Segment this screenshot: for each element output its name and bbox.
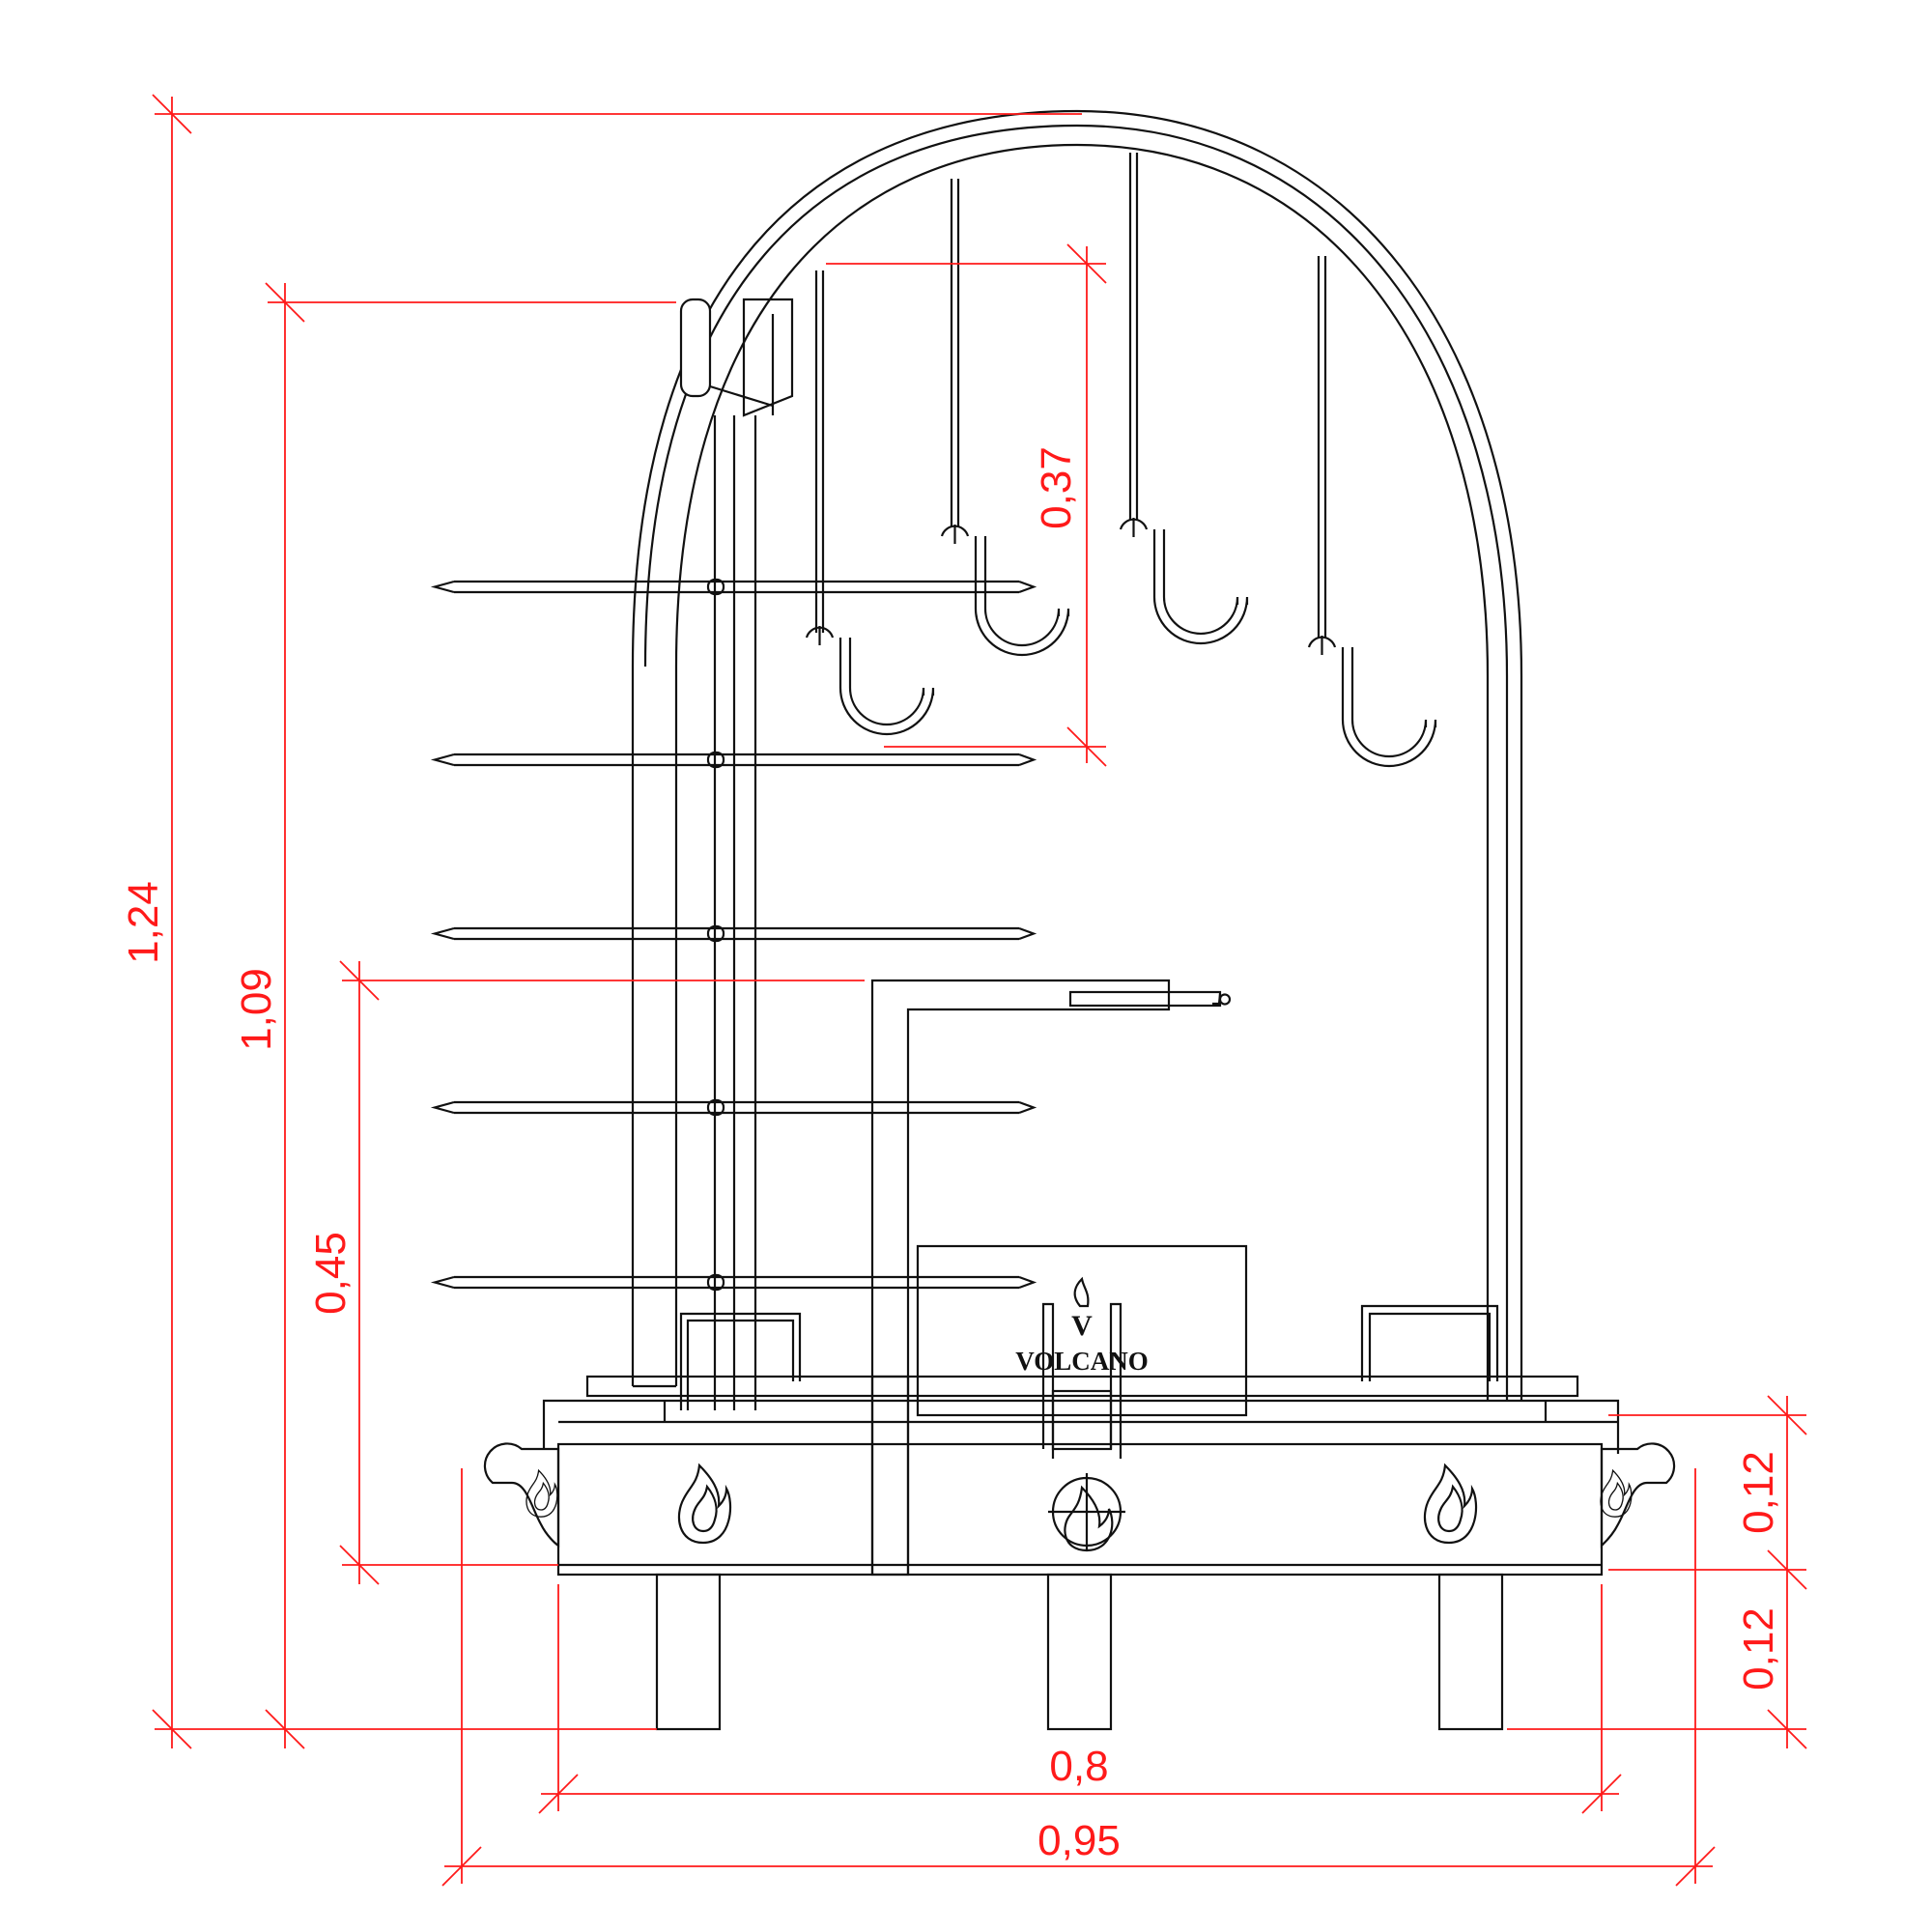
grill-tray	[542, 1375, 1620, 1454]
skewer	[430, 1098, 1037, 1117]
skewer	[430, 751, 1037, 769]
hook	[1307, 256, 1437, 768]
dim-total-height: 1,24	[120, 881, 167, 964]
brand-logo: V VOLCANO	[1015, 1276, 1149, 1459]
dim-frame-height: 1,09	[233, 968, 280, 1051]
brand-logo-letter: V	[1071, 1310, 1093, 1342]
dim-leg-height: 0,12	[1735, 1607, 1782, 1690]
flame-icon	[1423, 1463, 1478, 1545]
dimension-labels: 1,24 1,09 0,45 0,37 0,12 0,12 0,8 0,95	[120, 446, 1782, 1864]
flame-icon	[677, 1463, 732, 1545]
hook	[940, 179, 1070, 657]
dim-hook-drop: 0,37	[1033, 446, 1080, 529]
side-handle-left	[483, 1442, 560, 1548]
dim-box-width: 0,8	[1049, 1743, 1108, 1790]
flame-icon	[1600, 1468, 1633, 1518]
hanging-hooks	[805, 153, 1437, 768]
dimension-lines	[152, 94, 1807, 1887]
skewer	[430, 1273, 1037, 1292]
skewers	[430, 578, 1037, 1292]
brand-name: VOLCANO	[1015, 1347, 1148, 1376]
crank-icon	[1048, 1473, 1125, 1552]
back-panel	[916, 1244, 1248, 1417]
dim-box-height: 0,12	[1735, 1451, 1782, 1534]
dim-total-width: 0,95	[1037, 1817, 1121, 1864]
legs	[655, 1573, 1504, 1731]
basket-handles	[679, 1304, 1499, 1410]
side-handle-right	[1600, 1442, 1676, 1548]
hook	[805, 270, 935, 736]
hook	[1119, 153, 1249, 645]
skewer	[430, 578, 1037, 596]
skewer	[430, 924, 1037, 943]
dim-table-height: 0,45	[307, 1232, 355, 1315]
flame-icon	[526, 1468, 558, 1518]
firebox	[556, 1442, 1604, 1577]
